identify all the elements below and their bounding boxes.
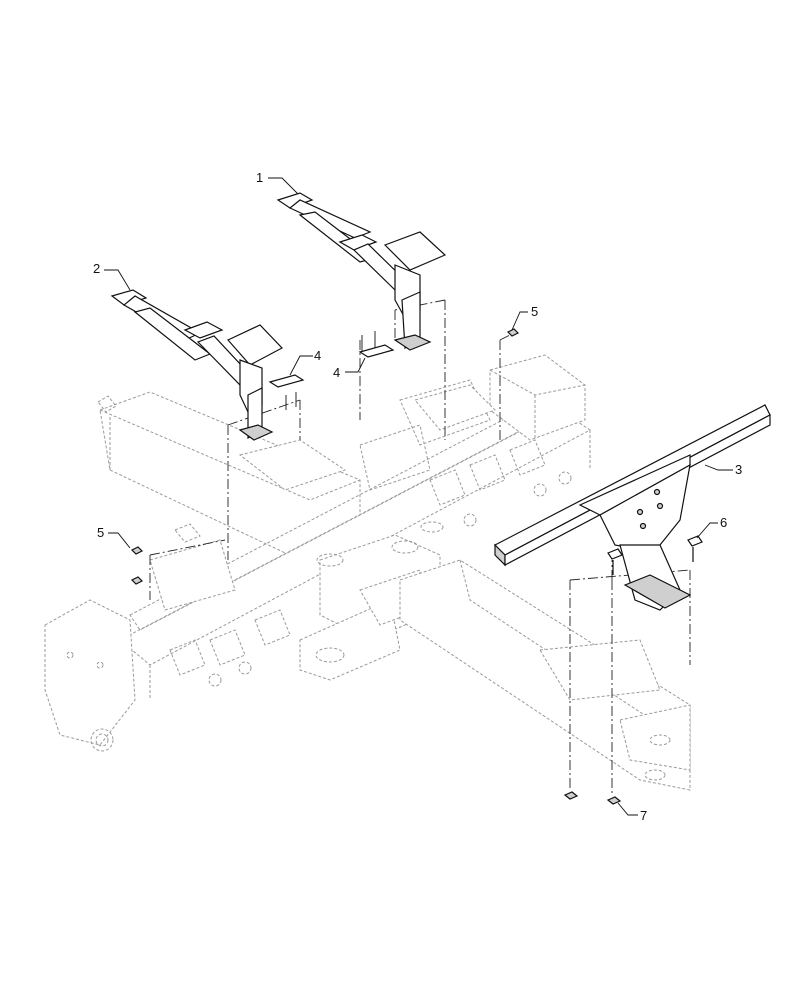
callout-5-lower: 5: [97, 525, 104, 540]
bolt-6-right: [687, 535, 703, 562]
part-4-u-bolt-upper: [358, 331, 395, 358]
callout-3: 3: [735, 462, 742, 477]
part-1-stand-bracket: [276, 192, 447, 351]
part-2-stand-bracket: [110, 289, 283, 441]
callout-1: 1: [256, 170, 263, 185]
leader-lines: [104, 177, 733, 816]
bolt-5-upper: [506, 328, 520, 337]
bolt-6-left: [607, 548, 623, 575]
callout-4-upper: 4: [314, 348, 321, 363]
hardware: [130, 328, 703, 805]
callout-labels: 1 2 3 4 4 5 5 6 7: [93, 170, 742, 823]
nut-7-right: [606, 796, 622, 805]
ghost-lower-right-beam: [399, 559, 691, 791]
part-4-u-bolt-lower: [268, 374, 305, 410]
bolt-5-lower: [130, 546, 144, 555]
callout-7: 7: [640, 808, 647, 823]
callout-2: 2: [93, 261, 100, 276]
nut-7-left: [563, 791, 579, 800]
callout-4-lower: 4: [333, 365, 340, 380]
callout-6: 6: [720, 515, 727, 530]
ghost-frame: [44, 354, 691, 791]
callout-5-upper: 5: [531, 304, 538, 319]
ghost-left-endplate: [44, 599, 136, 746]
part-3-cross-support: [493, 404, 771, 611]
